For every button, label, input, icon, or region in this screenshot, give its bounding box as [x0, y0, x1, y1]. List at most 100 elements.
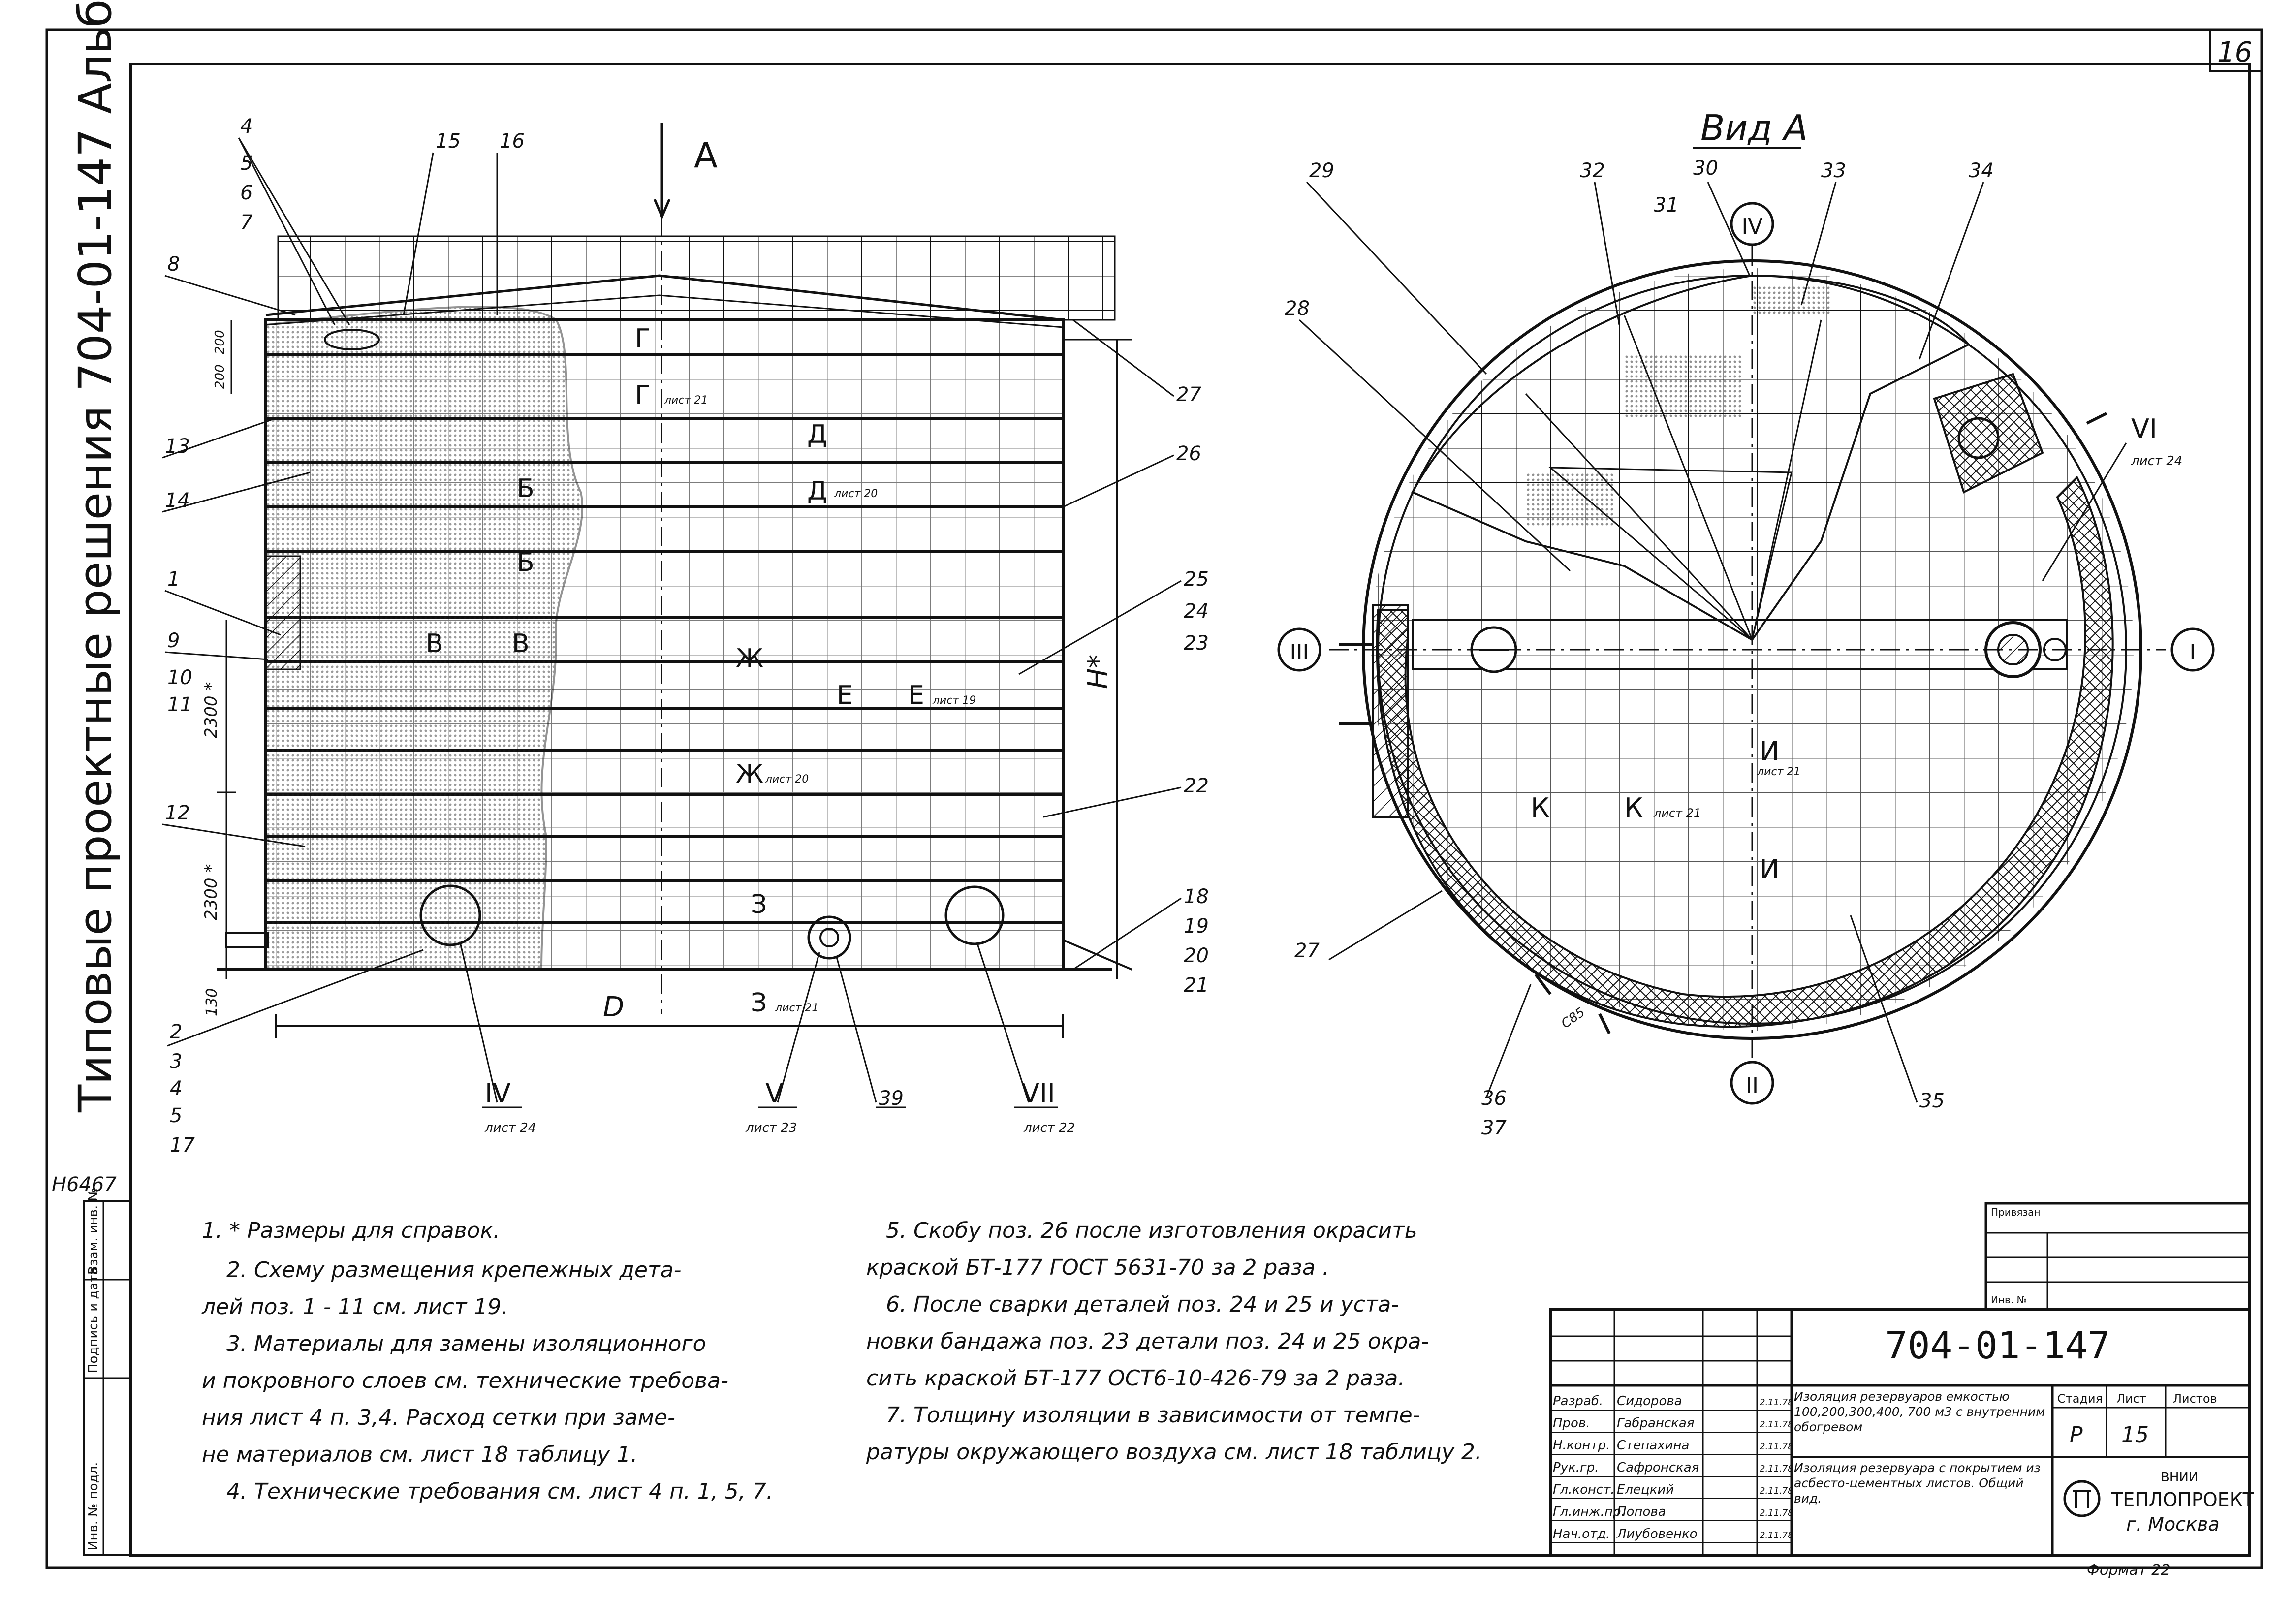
svg-text:12: 12	[165, 802, 190, 824]
detail-VII-label: VII	[1021, 1078, 1055, 1109]
svg-text:Пров.: Пров.	[1553, 1416, 1590, 1431]
front-detail-callouts: IV лист 24 V лист 23 39 VII лист 22	[459, 942, 1075, 1135]
svg-text:Степахина: Степахина	[1617, 1438, 1689, 1453]
svg-text:1: 1	[167, 568, 180, 591]
svg-text:5: 5	[170, 1104, 182, 1127]
section-Z-sheet: лист 21	[775, 1002, 818, 1014]
note-line-12: новки бандажа поз. 23 детали поз. 24 и 2…	[866, 1329, 1429, 1354]
svg-text:2: 2	[170, 1021, 182, 1043]
svg-text:2.11.78: 2.11.78	[1760, 1486, 1793, 1496]
svg-text:Рук.гр.: Рук.гр.	[1553, 1460, 1599, 1475]
svg-text:30: 30	[1693, 157, 1718, 180]
svg-text:34: 34	[1969, 159, 1994, 182]
svg-text:27: 27	[1294, 940, 1320, 962]
dim-height: H*	[1082, 655, 1114, 689]
tb-primary-label: Привязан	[1991, 1206, 2041, 1218]
svg-text:11: 11	[167, 693, 192, 716]
svg-text:26: 26	[1176, 442, 1201, 465]
svg-text:16: 16	[500, 130, 525, 153]
section-K-sheet: лист 21	[1653, 806, 1701, 820]
inner-frame	[129, 63, 2251, 1557]
svg-text:2.11.78: 2.11.78	[1760, 1508, 1793, 1518]
svg-text:37: 37	[1481, 1117, 1507, 1139]
section-K-2: К	[1624, 792, 1643, 823]
corner-number: 16	[2217, 36, 2252, 68]
section-G: Г	[635, 324, 651, 353]
svg-text:Габранская: Габранская	[1617, 1416, 1694, 1431]
note-line-13: сить краской БТ-177 ОСТ6-10-426-79 за 2 …	[866, 1366, 1405, 1391]
svg-text:20: 20	[1184, 944, 1209, 967]
svg-text:Сидорова: Сидорова	[1617, 1394, 1682, 1409]
detail-IV-sheet: лист 24	[484, 1121, 536, 1135]
title-block: Привязан Инв. № 704-01-147 Разраб. Сидор…	[1549, 1202, 2255, 1579]
section-G-sheet: лист 21	[664, 394, 708, 407]
svg-text:3: 3	[170, 1050, 182, 1073]
front-section-marks: Г Г лист 21 Д Д лист 20 Б Б В В Ж Ж лист…	[426, 324, 976, 1018]
svg-text:Гл.инж.пр.: Гл.инж.пр.	[1553, 1505, 1625, 1519]
svg-text:21: 21	[1184, 974, 1209, 997]
section-D-sheet: лист 20	[834, 488, 878, 500]
tb-format: Формат 22	[2087, 1562, 2170, 1579]
section-Z: З	[751, 890, 767, 919]
svg-text:Сафронская: Сафронская	[1617, 1460, 1699, 1475]
detail-VII-sheet: лист 22	[1023, 1121, 1075, 1135]
note-line-14: 7. Толщину изоляции в зависимости от тем…	[886, 1403, 1420, 1428]
svg-text:33: 33	[1821, 159, 1846, 182]
side-title: Типовые проектные решения 704-01-147 Аль…	[69, 0, 122, 1113]
svg-text:7: 7	[240, 211, 253, 234]
dim-top-1: 200	[213, 330, 227, 354]
side-col-1: Инв. № подл.	[86, 1462, 101, 1550]
section-Zh-2: Ж	[736, 759, 763, 789]
section-E-2: Е	[908, 681, 924, 710]
svg-text:8: 8	[167, 253, 180, 276]
tb-stage: Р	[2070, 1422, 2083, 1447]
axis-I: I	[2190, 640, 2196, 665]
detail-39-label: 39	[879, 1087, 904, 1110]
svg-text:15: 15	[436, 130, 461, 153]
note-line-10: краской БТ-177 ГОСТ 5631-70 за 2 раза .	[866, 1255, 1329, 1280]
note-line-8: 4. Технические требования см. лист 4 п. …	[226, 1479, 773, 1504]
svg-text:2.11.78: 2.11.78	[1760, 1464, 1793, 1474]
plan-view	[1329, 246, 2166, 1058]
plan-callouts: 29 32 30 31 33 34 28 27 36 37 35	[1285, 157, 1994, 1139]
outer-border	[45, 28, 2263, 1569]
svg-text:4: 4	[240, 115, 252, 138]
plan-dim-small: С85	[1559, 1005, 1588, 1032]
side-col-3: Взам. инв. №	[86, 1188, 101, 1275]
section-B-2: Б	[517, 548, 535, 577]
dim-left-2: 2300 *	[201, 864, 221, 920]
plan-detail-VI-sheet: лист 24	[2131, 454, 2182, 469]
svg-text:17: 17	[170, 1134, 195, 1157]
section-Zh-sheet: лист 20	[765, 773, 809, 785]
svg-text:Елецкий: Елецкий	[1617, 1482, 1674, 1497]
tb-org-line1: ВНИИ	[2161, 1470, 2198, 1485]
note-line-3: лей поз. 1 - 11 см. лист 19.	[201, 1294, 508, 1319]
svg-text:Гл.конст.: Гл.конст.	[1553, 1482, 1615, 1497]
section-Zh: Ж	[736, 644, 763, 673]
note-line-4: 3. Материалы для замены изоляционного	[226, 1331, 706, 1356]
corner-box	[2209, 29, 2263, 72]
tb-org-line3: г. Москва	[2126, 1513, 2220, 1535]
note-line-15: ратуры окружающего воздуха см. лист 18 т…	[866, 1440, 1482, 1465]
svg-text:29: 29	[1309, 159, 1334, 182]
svg-text:2.11.78: 2.11.78	[1760, 1397, 1793, 1408]
axis-III: III	[1290, 640, 1309, 665]
plan-axes: IV I II III	[1277, 202, 2215, 1105]
note-line-7: не материалов см. лист 18 таблицу 1.	[202, 1442, 637, 1467]
front-callouts-right: 27 26 25 24 23 22 18 19 20 21	[1176, 383, 1209, 997]
tb-description-1: Изоляция резервуаров емкостью 100,200,30…	[1794, 1389, 2045, 1434]
note-line-6: ния лист 4 п. 3,4. Расход сетки при заме…	[202, 1405, 675, 1430]
svg-text:22: 22	[1184, 775, 1209, 797]
tb-stage-header: Стадия	[2057, 1392, 2103, 1406]
tb-sheet: 15	[2121, 1422, 2149, 1447]
svg-text:24: 24	[1184, 600, 1209, 623]
svg-text:25: 25	[1184, 568, 1209, 591]
front-view	[217, 235, 1132, 971]
plan-title: Вид А	[1700, 107, 1808, 149]
section-B: Б	[517, 474, 535, 503]
note-line-5: и покровного слоев см. технические требо…	[202, 1368, 728, 1393]
section-V: В	[426, 629, 443, 659]
axis-II: II	[1746, 1073, 1759, 1098]
note-line-2: 2. Схему размещения крепежных дета-	[226, 1257, 681, 1283]
